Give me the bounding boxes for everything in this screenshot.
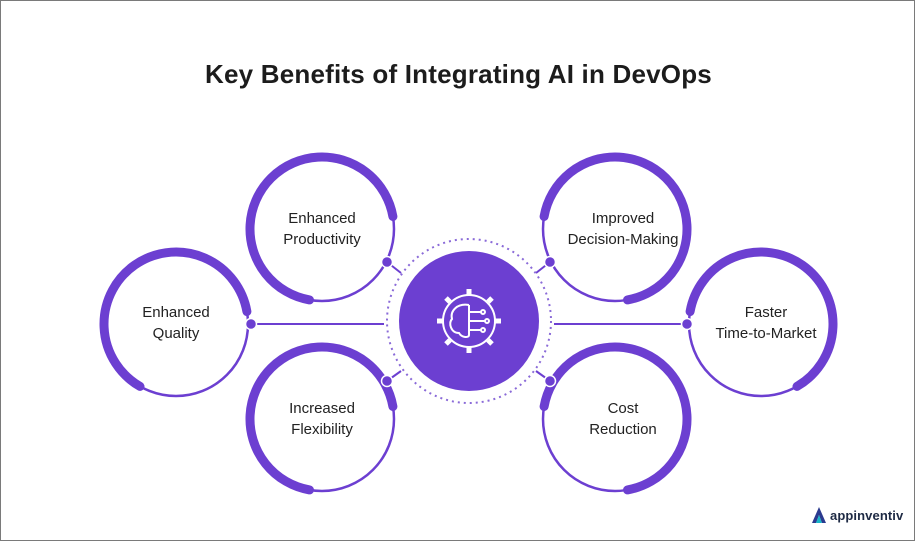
connector-dot-increased-flexibility [380,374,394,388]
benefit-ring-enhanced-productivity [245,152,398,305]
benefit-rings [99,152,838,495]
ring-thick-arc-improved-decision-making [539,152,692,305]
connector-dots [244,255,694,388]
ring-thick-arc-enhanced-quality [99,247,252,391]
benefit-ring-faster-time-to-market [685,247,838,398]
ai-brain-gear-icon [437,289,501,353]
benefit-ring-enhanced-quality [99,247,252,398]
node-label-cost-reduction: Cost Reduction [589,400,657,438]
node-label-enhanced-productivity: Enhanced Productivity [283,210,361,248]
node-label-improved-decision-making: Improved Decision-Making [567,210,679,248]
connector-dot-faster-time-to-market [680,317,694,331]
connector-dot-cost-reduction [543,374,557,388]
brand-logo: appinventiv [811,506,903,524]
ring-thick-arc-cost-reduction [539,342,692,495]
ring-thick-arc-faster-time-to-market [685,247,838,391]
benefit-ring-improved-decision-making [539,152,692,305]
center-hub [386,238,552,404]
connector-dot-enhanced-productivity [380,255,394,269]
center-dotted-ring [386,238,552,404]
benefit-ring-cost-reduction [539,342,692,495]
ring-thick-arc-increased-flexibility [245,342,398,495]
appinventiv-logo-icon [812,507,826,523]
benefit-ring-increased-flexibility [245,342,398,495]
node-label-faster-time-to-market: Faster Time-to-Market [715,304,817,342]
page-title: Key Benefits of Integrating AI in DevOps [205,59,712,89]
ring-thick-arc-enhanced-productivity [245,152,398,305]
brand-name: appinventiv [830,507,904,523]
node-label-enhanced-quality: Enhanced Quality [142,304,210,342]
node-label-increased-flexibility: Increased Flexibility [289,400,355,438]
connector-dot-improved-decision-making [543,255,557,269]
connector-dot-enhanced-quality [244,317,258,331]
